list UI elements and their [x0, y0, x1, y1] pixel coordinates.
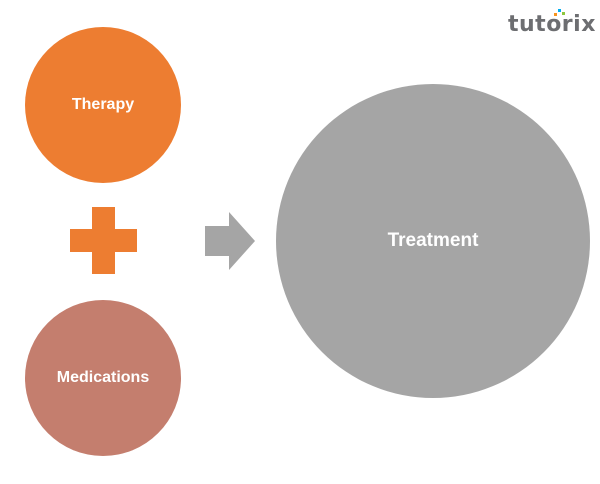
tutorix-logo: tutorix — [508, 8, 595, 38]
treatment-label: Treatment — [387, 230, 479, 251]
medications-circle: Medications — [25, 300, 181, 456]
treatment-circle: Treatment — [276, 84, 590, 398]
plus-icon — [70, 207, 137, 274]
therapy-circle: Therapy — [25, 27, 181, 183]
logo-dots-icon — [554, 9, 565, 16]
medications-label: Medications — [56, 369, 150, 386]
logo-text: tutorix — [508, 12, 596, 37]
therapy-label: Therapy — [71, 96, 135, 113]
right-arrow-icon — [205, 212, 255, 270]
